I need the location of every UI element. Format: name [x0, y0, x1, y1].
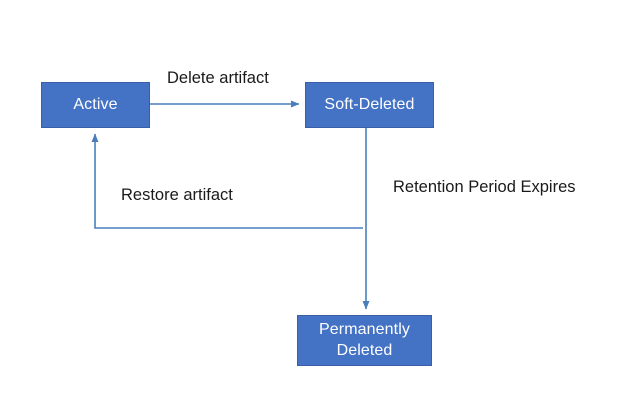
edge-label-delete-artifact: Delete artifact [167, 69, 269, 87]
node-soft-deleted-label: Soft-Deleted [324, 95, 415, 113]
node-permanently-deleted-label-line2: Deleted [336, 341, 393, 359]
node-active-label: Active [73, 95, 118, 113]
node-soft-deleted[interactable]: Soft-Deleted [305, 82, 434, 128]
node-permanently-deleted-label-line1: Permanently [319, 321, 410, 339]
edge-label-restore-artifact: Restore artifact [121, 186, 233, 204]
edge-restore-artifact-arrow [91, 133, 363, 229]
node-permanently-deleted-label: Permanently Deleted [319, 320, 410, 361]
node-active[interactable]: Active [41, 82, 150, 128]
edge-label-retention-period-expires: Retention Period Expires [393, 178, 576, 196]
node-permanently-deleted[interactable]: Permanently Deleted [297, 315, 432, 366]
